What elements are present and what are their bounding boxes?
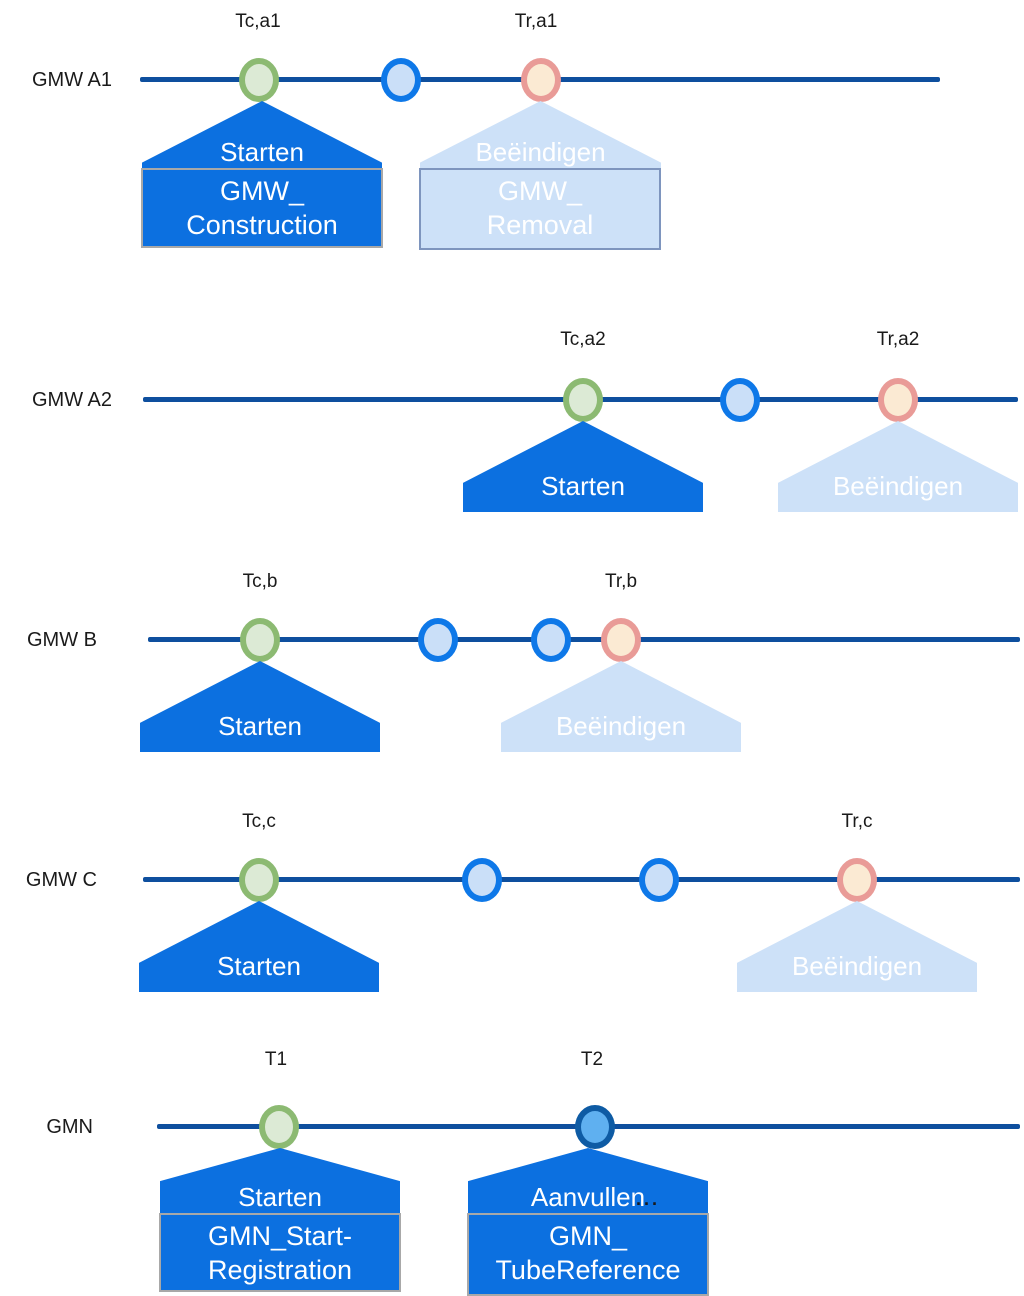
event-start-icon (239, 858, 279, 902)
event-end-icon (837, 858, 877, 902)
flag-starten-gmw-b: Starten (140, 661, 380, 752)
flag-title: Starten (218, 711, 302, 741)
flag-beeindigen-gmw-b: Beëindigen (501, 661, 741, 752)
flag-title: Beëindigen (555, 711, 687, 741)
flag-starten-gmw-a1: Starten (142, 101, 382, 171)
flag-beeindigen-gmw-a1: Beëindigen (420, 101, 661, 171)
event-intermediate-icon (720, 378, 760, 422)
timeline-gmw-b (148, 637, 1020, 642)
event-start-icon (239, 58, 279, 102)
box-line: TubeReference (495, 1255, 681, 1285)
flag-starten-gmw-a2: Starten (463, 421, 703, 512)
time-label-t2: T2 (580, 1049, 604, 1070)
box-line: Removal (486, 210, 594, 240)
time-label-tc-b: Tc,b (242, 571, 278, 592)
box-line: GMW_ (220, 176, 304, 206)
row-label-gmw-a2: GMW A2 (31, 389, 112, 411)
flag-title: Starten (238, 1182, 322, 1212)
event-start-icon (563, 378, 603, 422)
event-intermediate-icon (381, 58, 421, 102)
time-label-tr-c: Tr,c (841, 811, 873, 832)
time-label-tr-b: Tr,b (604, 571, 638, 592)
ellipsis-label: ... (635, 1189, 660, 1209)
flag-starten-gmw-c: Starten (139, 901, 379, 992)
event-end-icon (601, 618, 641, 662)
row-label-gmw-a1: GMW A1 (31, 69, 112, 91)
event-start-icon (240, 618, 280, 662)
flag-beeindigen-gmw-a2: Beëindigen (778, 421, 1018, 512)
event-tube-reference-icon (575, 1105, 615, 1149)
time-label-tc-c: Tc,c (242, 811, 276, 832)
flag-title: Aanvullen (530, 1182, 646, 1212)
event-intermediate-icon (639, 858, 679, 902)
event-end-icon (521, 58, 561, 102)
timeline-gmw-c (143, 877, 1020, 882)
time-label-tc-a1: Tc,a1 (235, 11, 281, 32)
box-line: GMN_Start- (207, 1221, 353, 1251)
event-end-icon (878, 378, 918, 422)
time-label-t1: T1 (264, 1049, 288, 1070)
flag-title: Beëindigen (791, 951, 923, 981)
flag-title: Starten (541, 471, 625, 501)
row-label-gmw-c: GMW C (25, 869, 97, 891)
event-intermediate-icon (531, 618, 571, 662)
flag-title: Beëindigen (832, 471, 964, 501)
box-line: Registration (207, 1255, 353, 1285)
registration-box-gmw-removal: GMW_ Removal (419, 168, 661, 250)
time-label-tr-a2: Tr,a2 (876, 329, 920, 350)
event-start-icon (259, 1105, 299, 1149)
row-label-gmn: GMN (46, 1116, 93, 1138)
event-intermediate-icon (462, 858, 502, 902)
row-label-gmw-b: GMW B (27, 629, 97, 651)
box-line: Construction (186, 210, 338, 240)
event-intermediate-icon (418, 618, 458, 662)
box-line: GMW_ (498, 176, 582, 206)
flag-title: Starten (220, 137, 304, 167)
flag-title: Beëindigen (475, 137, 606, 167)
flag-title: Starten (217, 951, 301, 981)
registration-box-gmw-construction: GMW_ Construction (141, 168, 383, 248)
time-label-tr-a1: Tr,a1 (514, 11, 558, 32)
registration-box-gmn-tube-reference: GMN_ TubeReference (467, 1213, 709, 1296)
box-line: GMN_ (548, 1221, 627, 1251)
flag-beeindigen-gmw-c: Beëindigen (737, 901, 977, 992)
registration-box-gmn-start-registration: GMN_Start- Registration (159, 1213, 401, 1292)
time-label-tc-a2: Tc,a2 (560, 329, 606, 350)
